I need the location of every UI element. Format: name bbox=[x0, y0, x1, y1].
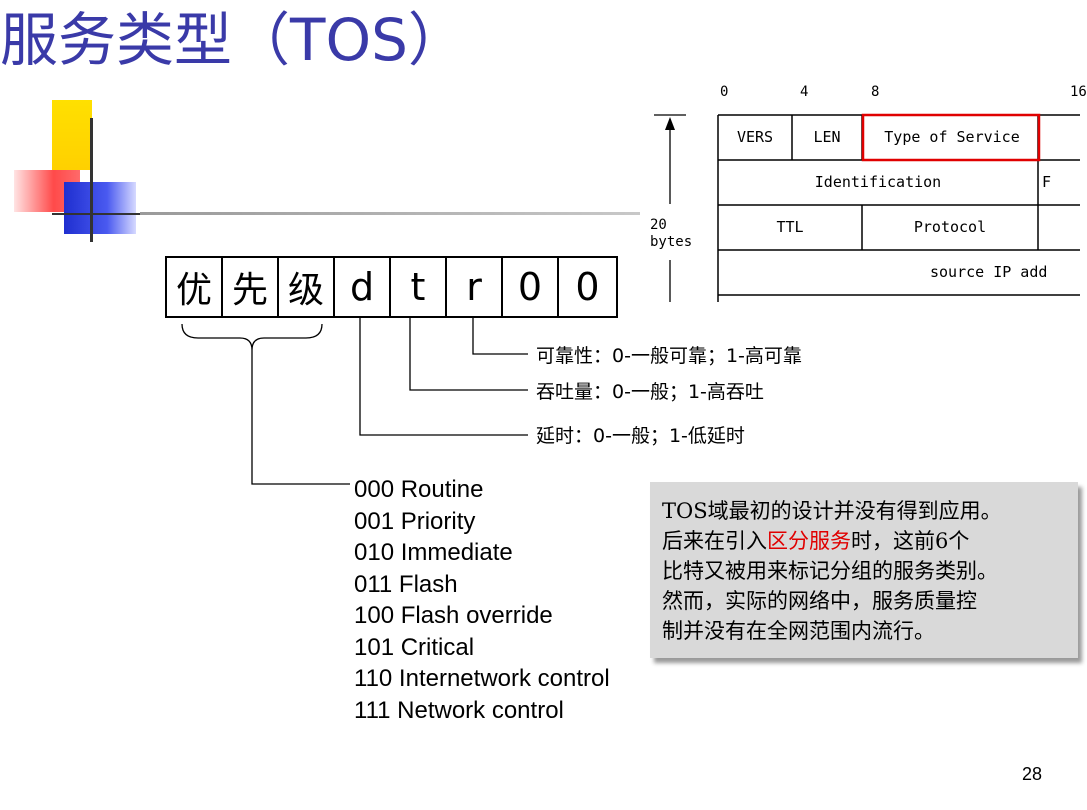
bit-cell-precedence-2: 先 bbox=[223, 258, 279, 316]
logo-yellow-square bbox=[52, 100, 92, 170]
bit-cell-r: r bbox=[447, 258, 503, 316]
r-connector bbox=[472, 318, 528, 355]
tos-bit-field: 优 先 级 d t r 0 0 bbox=[165, 256, 618, 318]
bit-cell-zero-1: 0 bbox=[503, 258, 559, 316]
tos-highlight-box bbox=[861, 113, 1041, 162]
cell-ttl: TTL bbox=[776, 218, 804, 236]
logo-horizontal-line bbox=[52, 213, 142, 215]
header-size-unit: bytes bbox=[650, 234, 693, 250]
bit-position-4: 4 bbox=[800, 84, 809, 100]
page-title: 服务类型（TOS） bbox=[0, 6, 466, 74]
cell-identification: Identification bbox=[814, 173, 942, 191]
note-line: 后来在引入区分服务时，这前6个 bbox=[662, 529, 970, 553]
precedence-list: 000 Routine 001 Priority 010 Immediate 0… bbox=[354, 474, 610, 726]
note-line: 比特又被用来标记分组的服务类别。 bbox=[662, 559, 998, 583]
cell-source-ip: source IP add bbox=[930, 263, 1048, 281]
cell-vers: VERS bbox=[736, 128, 774, 146]
delay-label: 延时：0-一般；1-低延时 bbox=[536, 425, 745, 447]
header-size-number: 20 bbox=[650, 217, 667, 233]
cell-flags: F bbox=[1042, 173, 1052, 191]
ip-header-diagram: 0 4 8 16 20 bytes VERS LEN Type of Servi… bbox=[640, 80, 1087, 310]
header-size-arrow bbox=[654, 114, 686, 302]
list-item: 000 Routine bbox=[354, 476, 484, 503]
bit-position-16: 16 bbox=[1070, 84, 1087, 100]
cell-len: LEN bbox=[813, 128, 841, 146]
page-number: 28 bbox=[1022, 764, 1043, 784]
reliability-label: 可靠性：0-一般可靠；1-高可靠 bbox=[536, 345, 802, 367]
list-item: 001 Priority bbox=[354, 507, 476, 535]
cell-protocol: Protocol bbox=[913, 218, 987, 236]
list-item: 110 Internetwork control bbox=[354, 665, 610, 692]
list-item: 100 Flash override bbox=[354, 602, 553, 629]
bit-cell-precedence-3: 级 bbox=[279, 258, 335, 316]
bit-position-8: 8 bbox=[871, 84, 880, 100]
list-item: 111 Network control bbox=[354, 696, 564, 724]
note-box: TOS域最初的设计并没有得到应用。 后来在引入区分服务时，这前6个 比特又被用来… bbox=[650, 482, 1078, 658]
diffserv-highlight: 区分服务 bbox=[767, 529, 851, 553]
precedence-brace bbox=[181, 323, 323, 351]
bit-cell-zero-2: 0 bbox=[575, 265, 600, 309]
note-line: 制并没有在全网范围内流行。 bbox=[662, 619, 935, 643]
precedence-connector bbox=[251, 350, 350, 485]
list-item: 011 Flash bbox=[354, 570, 458, 598]
cell-type-of-service: Type of Service bbox=[884, 128, 1020, 146]
list-item: 010 Immediate bbox=[354, 539, 513, 566]
logo-blue-square bbox=[64, 182, 136, 234]
d-connector bbox=[359, 318, 528, 436]
bit-cell-t: t bbox=[391, 258, 447, 316]
slide-logo bbox=[0, 100, 142, 250]
bit-cell-precedence-1: 优 bbox=[167, 258, 223, 316]
bit-cell-d: d bbox=[335, 258, 391, 316]
list-item: 101 Critical bbox=[354, 633, 475, 661]
note-line: TOS域最初的设计并没有得到应用。 bbox=[662, 499, 1002, 523]
bit-position-0: 0 bbox=[720, 84, 729, 100]
note-line: 然而，实际的网络中，服务质量控 bbox=[662, 589, 977, 613]
ip-header-grid bbox=[717, 113, 1080, 302]
throughput-label: 吞吐量：0-一般；1-高吞吐 bbox=[536, 381, 764, 403]
logo-vertical-line bbox=[90, 118, 93, 242]
t-connector bbox=[409, 318, 528, 391]
title-underline bbox=[140, 212, 640, 215]
